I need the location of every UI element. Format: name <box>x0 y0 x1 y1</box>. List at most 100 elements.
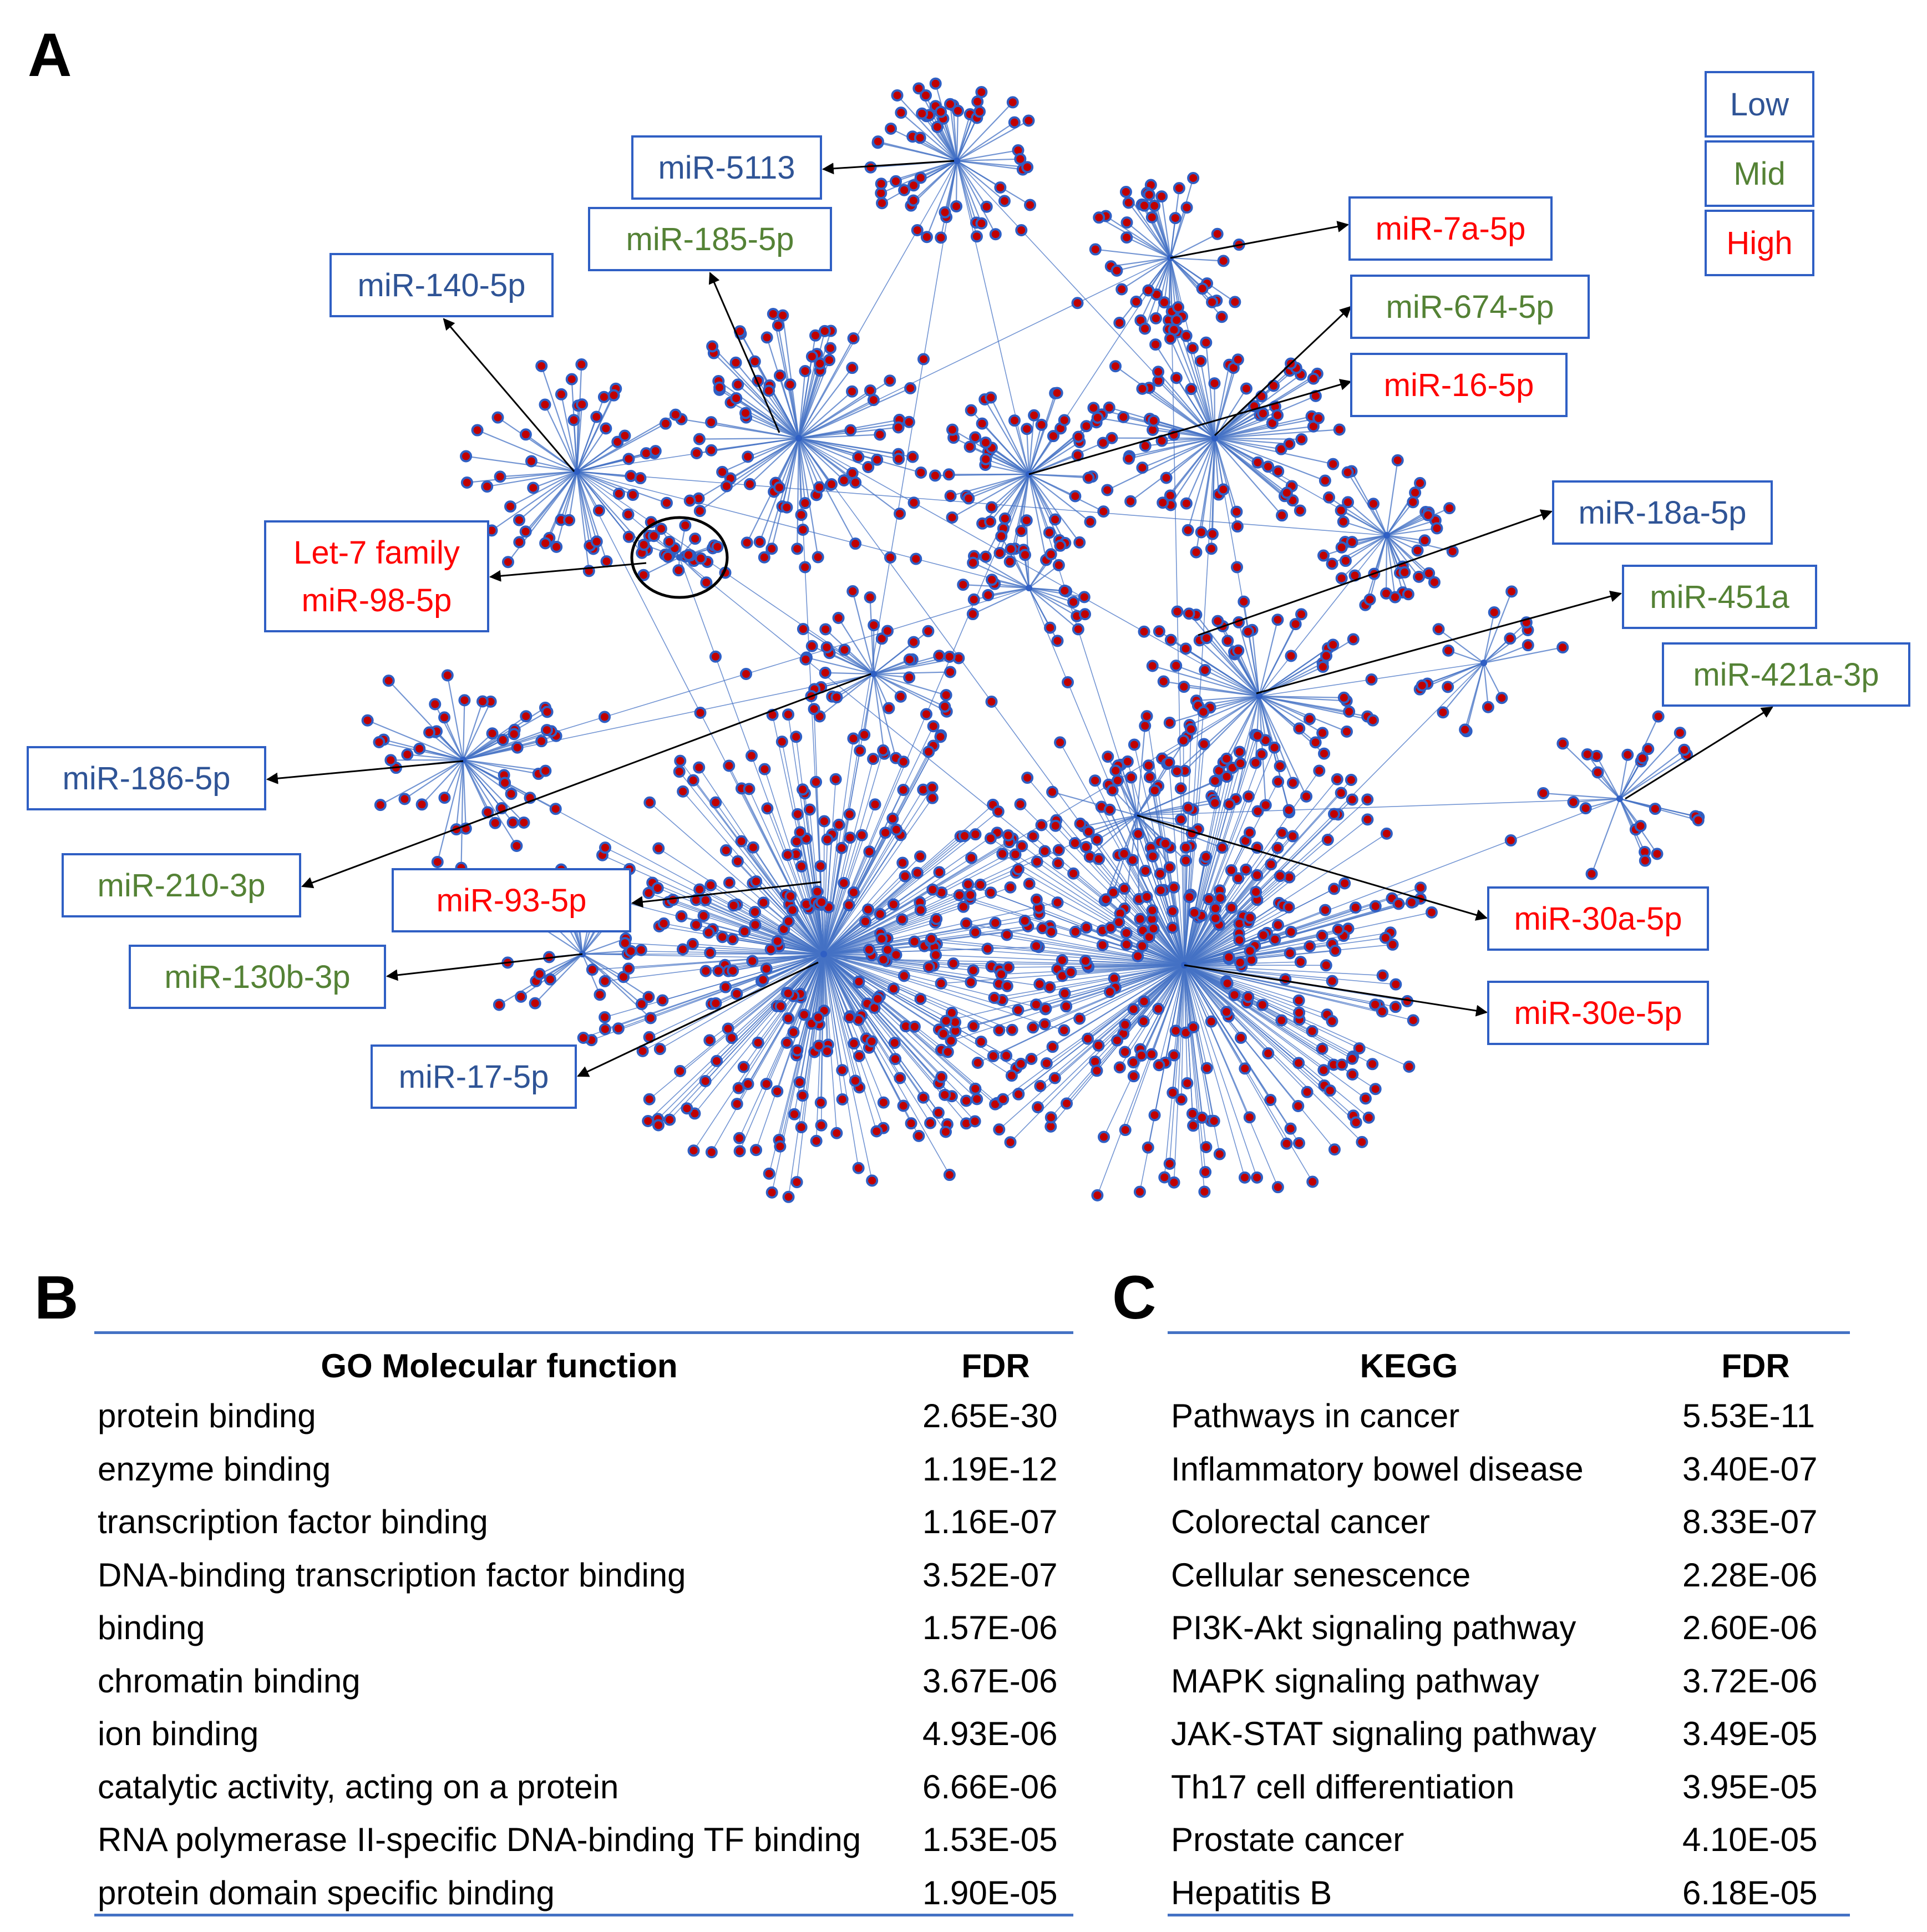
network-edge <box>421 759 464 805</box>
target-node <box>771 1085 784 1098</box>
target-node <box>1158 1171 1171 1184</box>
target-node <box>985 696 998 708</box>
target-node <box>1674 727 1686 739</box>
network-edge <box>798 438 853 474</box>
network-edge <box>463 759 539 775</box>
target-node <box>540 724 553 737</box>
target-node <box>1282 804 1295 817</box>
target-node <box>1213 1148 1226 1160</box>
fdr-cell: 2.28E-06 <box>1682 1556 1818 1594</box>
target-node <box>790 1176 803 1189</box>
target-node <box>563 514 576 526</box>
target-node <box>1251 805 1264 818</box>
target-node <box>1238 595 1250 608</box>
network-edge <box>1184 796 1249 966</box>
target-node <box>1139 865 1152 877</box>
network-edge <box>1483 647 1563 664</box>
network-edge <box>1483 630 1529 663</box>
target-node <box>471 424 484 437</box>
mir185-label-text: miR-185-5p <box>626 221 794 257</box>
target-node <box>1030 940 1043 952</box>
hub-node <box>460 757 466 763</box>
target-node <box>914 850 927 863</box>
fdr-cell: 3.49E-05 <box>1682 1715 1818 1752</box>
target-node <box>1001 980 1013 992</box>
network-edge <box>602 854 824 955</box>
fdr-cell: 3.72E-06 <box>1682 1662 1818 1700</box>
target-node <box>1140 710 1153 723</box>
target-node <box>1168 1049 1180 1062</box>
target-node <box>1149 338 1162 351</box>
target-node <box>757 896 770 909</box>
target-node <box>995 530 1008 542</box>
network-edge <box>1117 257 1171 271</box>
target-node <box>903 653 916 666</box>
network-edge <box>463 759 824 955</box>
target-node <box>626 489 639 501</box>
target-node <box>763 1167 775 1180</box>
target-node <box>867 394 880 407</box>
target-node <box>726 933 739 946</box>
target-node <box>1145 211 1158 224</box>
target-node <box>1044 1111 1057 1124</box>
mir674-label-box <box>1350 275 1590 339</box>
target-node <box>1255 390 1268 403</box>
target-node <box>1537 787 1550 800</box>
network-edge <box>1139 965 1185 1192</box>
target-node <box>1072 430 1085 443</box>
target-node <box>1030 893 1043 906</box>
target-node <box>1164 633 1177 646</box>
term-cell: catalytic activity, acting on a protein <box>98 1768 619 1806</box>
target-node <box>838 877 850 890</box>
target-node <box>694 707 707 719</box>
target-node <box>1228 988 1241 1001</box>
target-node <box>960 1094 973 1107</box>
network-edge <box>444 759 464 798</box>
network-edge <box>531 460 577 473</box>
target-node <box>1121 755 1134 768</box>
target-node <box>805 640 818 652</box>
network-edge <box>823 829 897 955</box>
target-node <box>975 1036 987 1048</box>
target-node <box>1405 896 1418 909</box>
network-edge <box>726 438 799 487</box>
target-node <box>813 481 826 494</box>
mir210-label-box <box>62 853 301 917</box>
network-edge <box>798 160 957 439</box>
target-node <box>1021 161 1034 174</box>
target-node <box>795 509 808 521</box>
target-node <box>1135 1049 1148 1062</box>
target-node <box>1031 855 1043 868</box>
target-node <box>743 783 755 795</box>
term-cell: Colorectal cancer <box>1171 1503 1430 1540</box>
network-edge <box>1169 207 1188 258</box>
target-node <box>1367 498 1380 510</box>
network-edge <box>735 362 799 439</box>
target-node <box>812 1011 825 1024</box>
network-edge <box>582 954 624 978</box>
target-node <box>787 1026 800 1038</box>
network-edge <box>1259 696 1323 734</box>
network-edge <box>718 381 799 439</box>
network-edge <box>455 759 464 830</box>
term-cell: RNA polymerase II-specific DNA-binding T… <box>98 1821 861 1858</box>
target-node <box>699 1075 712 1088</box>
target-node <box>914 171 927 184</box>
target-node <box>1140 890 1153 903</box>
network-edge <box>1152 665 1260 697</box>
network-edge <box>744 931 824 955</box>
target-node <box>1321 833 1334 846</box>
target-node <box>929 469 941 482</box>
target-node <box>979 550 992 563</box>
target-node <box>712 965 725 977</box>
target-node <box>1016 840 1028 853</box>
target-node <box>618 429 631 442</box>
target-node <box>705 444 718 457</box>
target-node <box>1153 625 1165 638</box>
target-node <box>815 896 828 909</box>
let7-label-box <box>264 520 489 632</box>
target-node <box>1289 618 1302 631</box>
target-node <box>1320 650 1333 662</box>
network-edge <box>1442 662 1484 713</box>
